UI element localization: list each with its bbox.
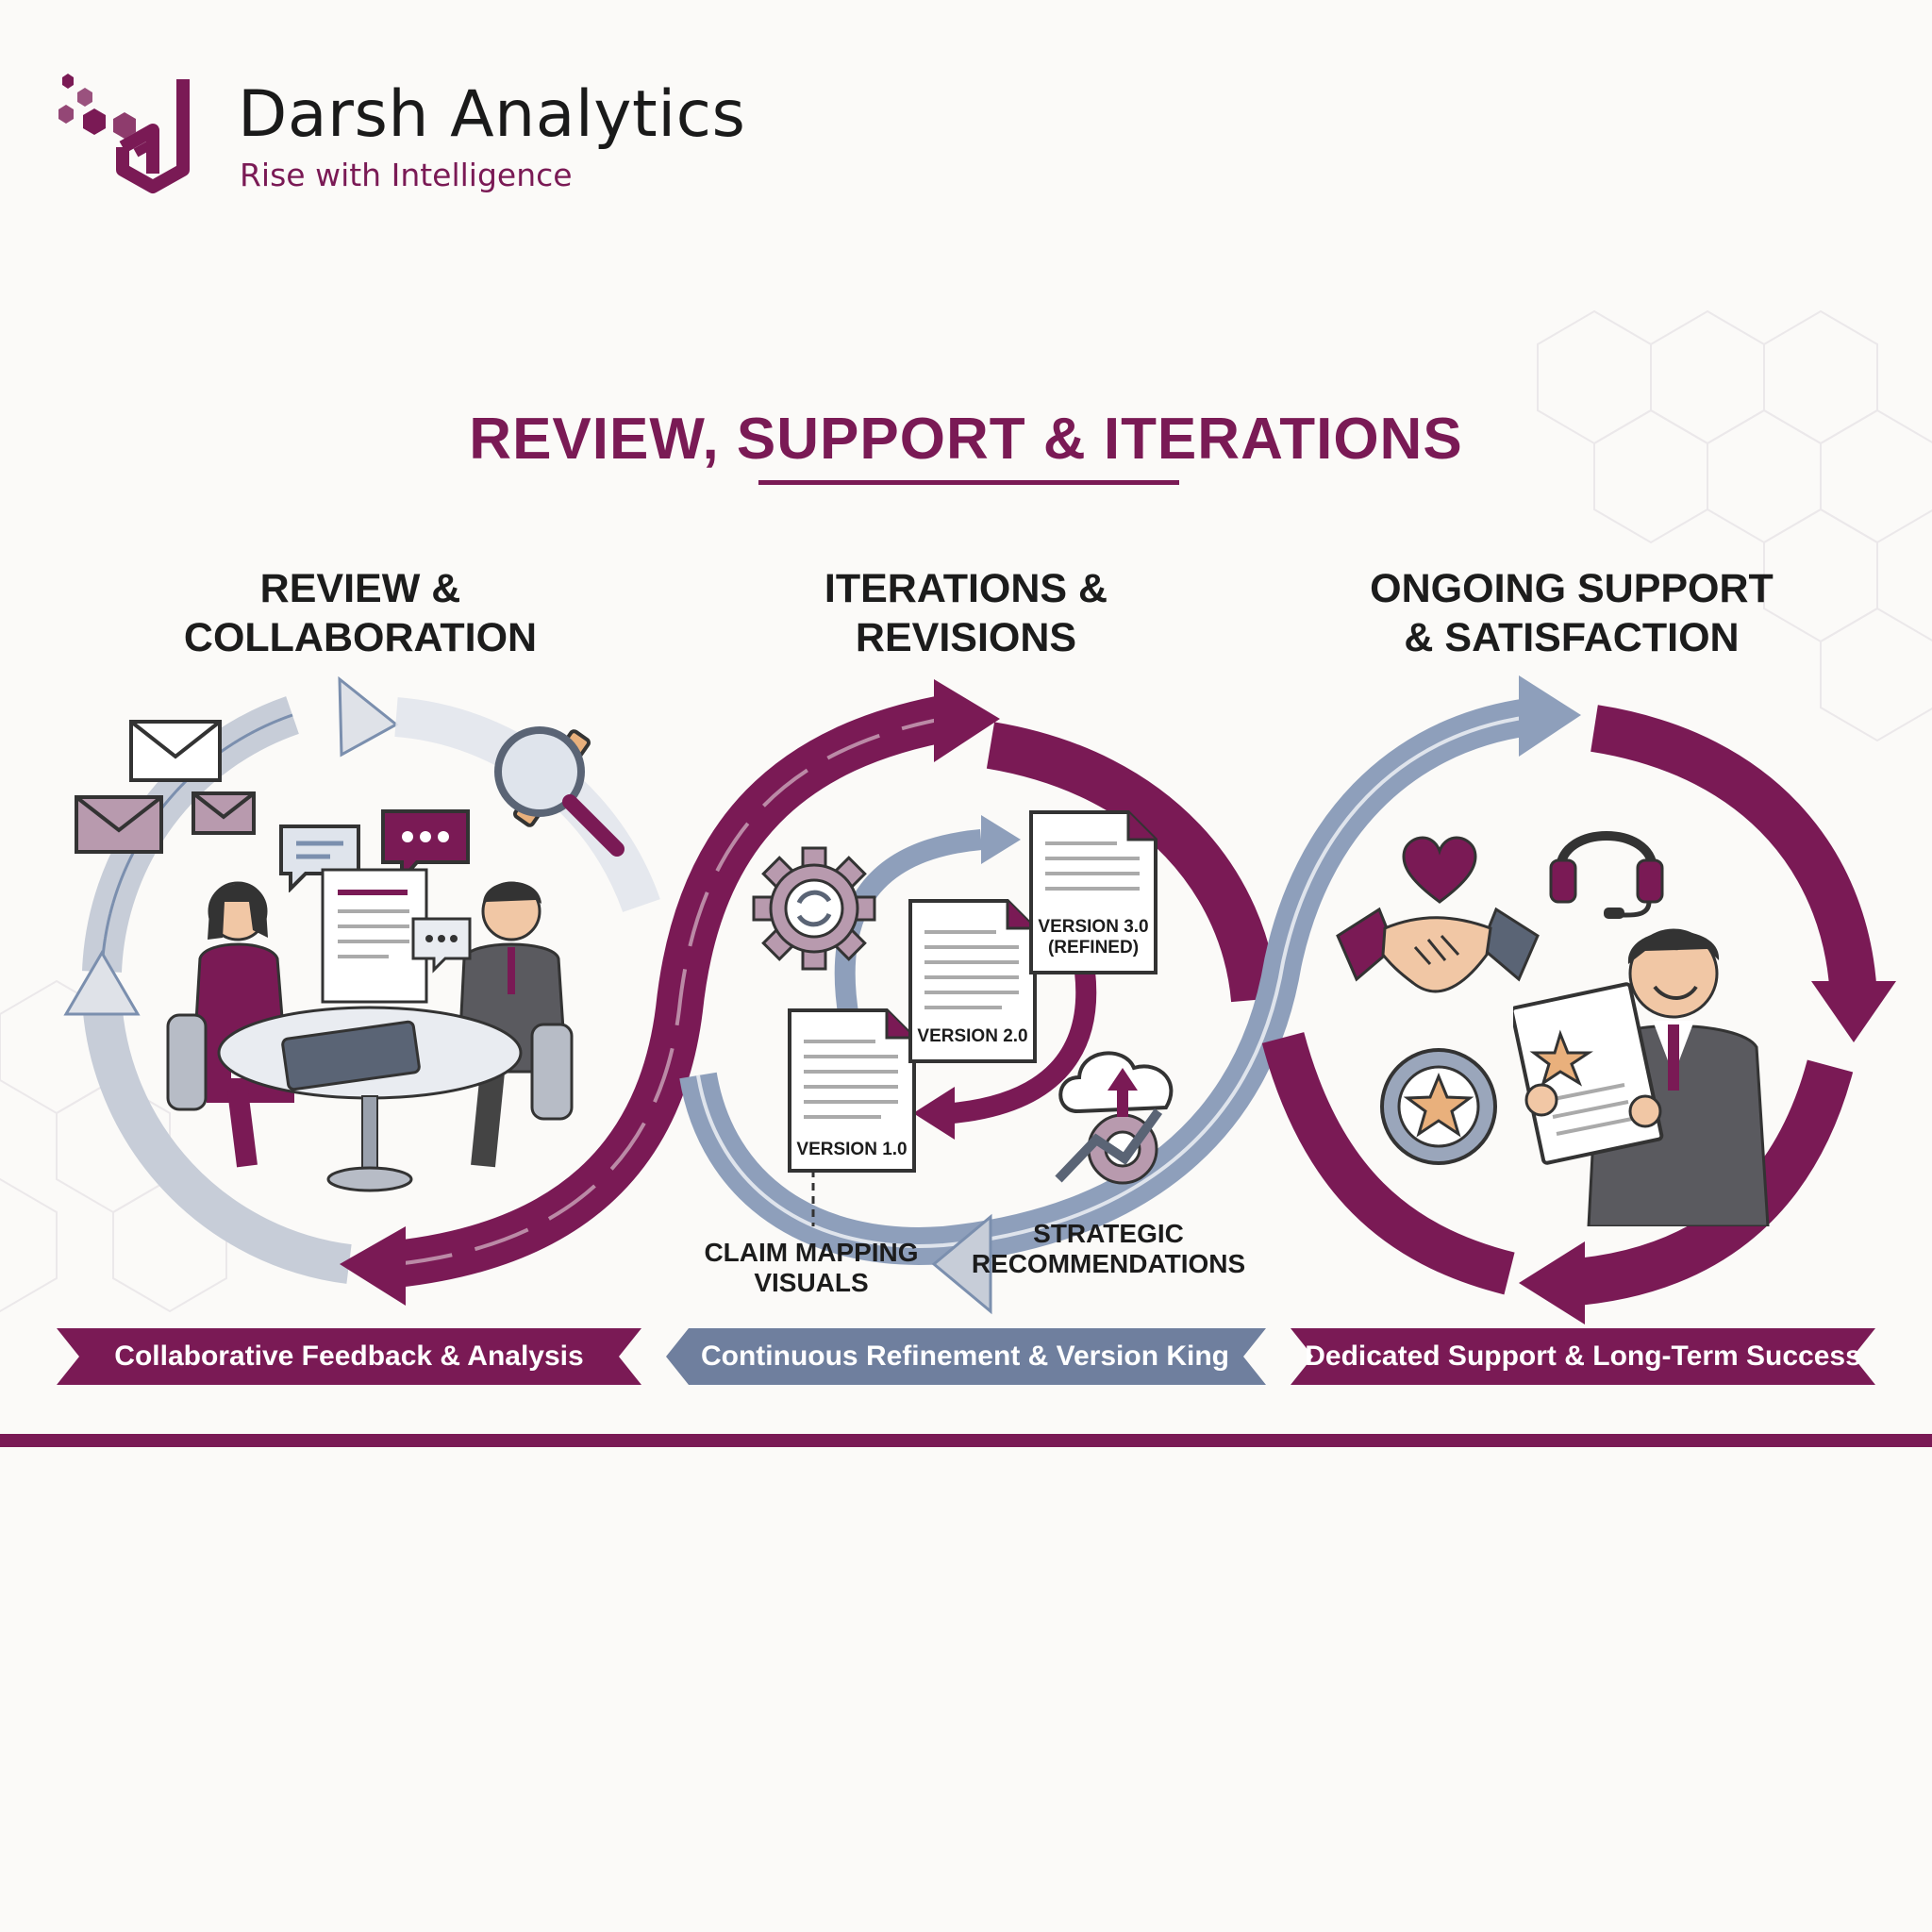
envelope-icon bbox=[129, 720, 222, 782]
label-claim-mapping: CLAIM MAPPING VISUALS bbox=[704, 1238, 919, 1297]
meeting-scene-illustration bbox=[166, 868, 574, 1192]
arrowhead-review-top bbox=[338, 675, 399, 758]
arrowhead-inner-top bbox=[981, 815, 1021, 864]
doc-label-version-1: VERSION 1.0 bbox=[796, 1140, 908, 1159]
arrowhead-inner-bottom bbox=[913, 1087, 955, 1140]
banner-iterations: Continuous Refinement & Version King bbox=[700, 1341, 1230, 1372]
arrowhead-support-right bbox=[1811, 981, 1896, 1042]
connector-dashed-line bbox=[811, 1170, 815, 1226]
brand-name: Darsh Analytics bbox=[238, 77, 746, 152]
title-underline bbox=[758, 480, 1179, 485]
arrowhead-blue-top bbox=[1519, 675, 1581, 757]
brand-tagline: Rise with Intelligence bbox=[240, 157, 573, 193]
star-badge-icon bbox=[1380, 1048, 1497, 1165]
handshake-icon bbox=[1336, 907, 1540, 993]
envelope-icon bbox=[192, 791, 256, 835]
heart-icon bbox=[1402, 836, 1477, 904]
arrowhead-maroon-left bbox=[340, 1226, 406, 1306]
envelope-icon bbox=[75, 795, 163, 854]
banner-support-shape bbox=[1291, 1328, 1875, 1385]
document-icon bbox=[788, 1008, 916, 1173]
support-person-illustration bbox=[1513, 928, 1770, 1226]
bottom-divider bbox=[0, 1434, 1932, 1447]
banner-review-shape bbox=[57, 1328, 641, 1385]
section-title-review: REVIEW & COLLABORATION bbox=[183, 566, 538, 660]
cloud-upload-icon bbox=[1055, 1051, 1174, 1185]
gear-refresh-icon bbox=[752, 846, 876, 971]
page-title: REVIEW, SUPPORT & ITERATIONS bbox=[469, 407, 1463, 472]
arrowhead-review-left bbox=[63, 950, 141, 1016]
arrowhead-strategic bbox=[931, 1213, 992, 1315]
doc-label-version-2: VERSION 2.0 bbox=[917, 1026, 1028, 1046]
banner-iterations-shape bbox=[666, 1328, 1266, 1385]
banner-review: Collaborative Feedback & Analysis bbox=[114, 1341, 584, 1372]
section-title-support: ONGOING SUPPORT & SATISFACTION bbox=[1370, 566, 1774, 660]
arrowhead-support-bottom bbox=[1519, 1241, 1585, 1324]
brand-logo-icon bbox=[58, 74, 190, 193]
magnifier-icon bbox=[494, 726, 625, 857]
section-title-iterations: ITERATIONS & REVISIONS bbox=[824, 566, 1108, 660]
doc-label-version-3: VERSION 3.0 (REFINED) bbox=[1038, 917, 1149, 958]
label-strategic-recommendations: STRATEGIC RECOMMENDATIONS bbox=[971, 1219, 1246, 1278]
document-icon bbox=[908, 899, 1037, 1063]
arrowhead-maroon-top bbox=[934, 679, 1000, 762]
headset-icon bbox=[1549, 831, 1664, 919]
banner-support: Dedicated Support & Long-Term Success bbox=[1305, 1341, 1861, 1372]
document-icon bbox=[1029, 810, 1158, 974]
